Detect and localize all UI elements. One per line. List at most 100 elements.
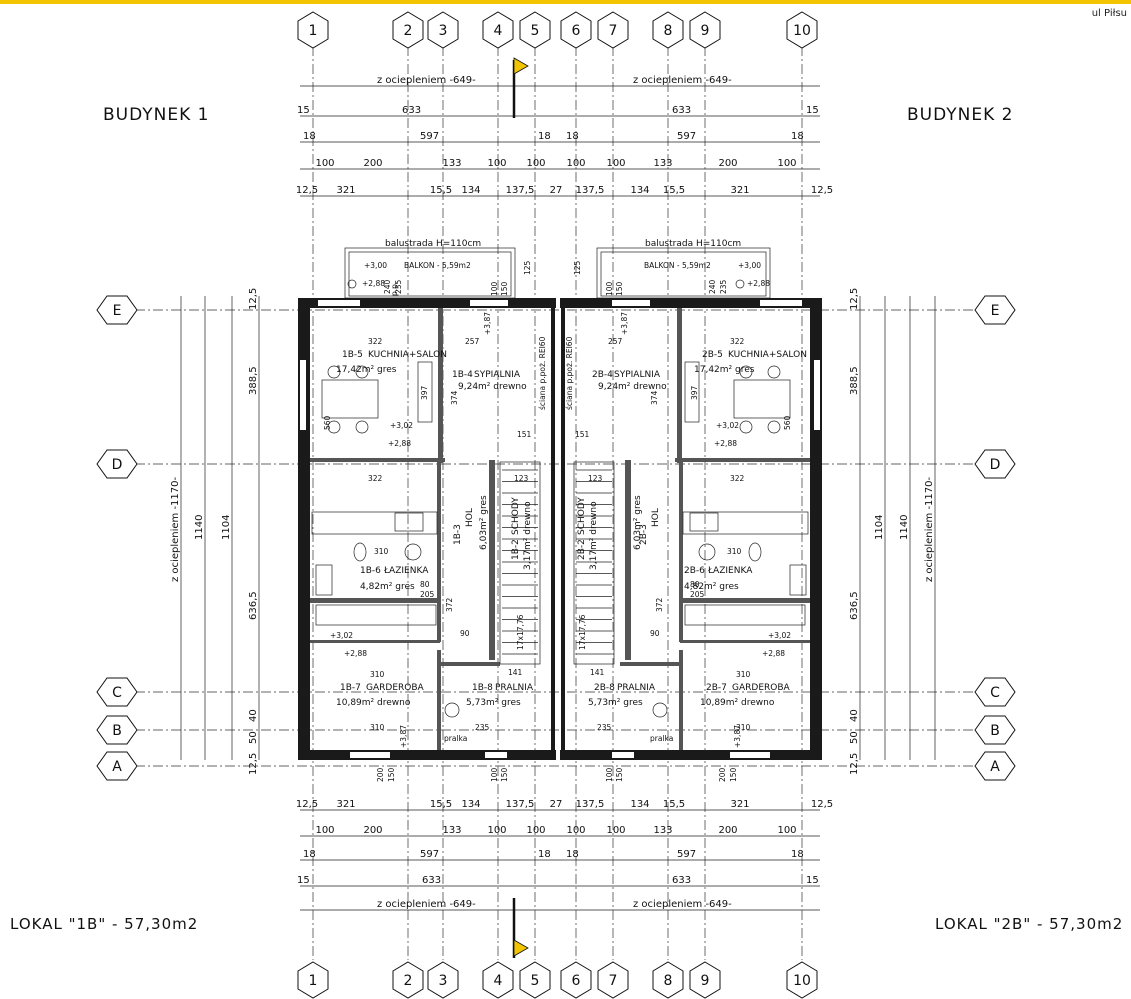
axis-marker-5: 5: [519, 11, 551, 49]
room-1b2-name: SCHODY: [511, 497, 521, 535]
dim-560-left: 560: [323, 415, 332, 430]
balcony-level-left: +3,00: [364, 261, 387, 270]
room-1b8-area: 5,73m² gres: [466, 698, 521, 708]
dim-row3-top-2: 133: [442, 158, 461, 169]
level-302-right: +3,02: [716, 421, 739, 430]
axis-marker-1: 1: [297, 961, 329, 999]
room-1b7-area: 10,89m² drewno: [336, 698, 411, 708]
dim-200-bottom-right: 200: [718, 767, 727, 782]
axis-marker-C: C: [96, 677, 138, 707]
dim-310-left-bottom: 310: [370, 723, 385, 732]
dim-374-left: 374: [450, 390, 459, 405]
room-1b7-id: 1B-7: [340, 683, 361, 693]
axis-marker-5: 5: [519, 961, 551, 999]
dim-150-bottom-right: 150: [615, 767, 624, 782]
stair-treads: [502, 469, 612, 655]
room-2b3-name: HOL: [651, 508, 661, 527]
axis-marker-7: 7: [597, 11, 629, 49]
axis-marker-4: 4: [482, 11, 514, 49]
dim-15: 15: [297, 105, 310, 116]
room-1b8-id: 1B-8: [472, 683, 493, 693]
dim-322-left-mid: 322: [368, 474, 383, 483]
dim-inner-right: 597: [677, 131, 696, 142]
dim-row3-top-4: 100: [526, 158, 545, 169]
dim-3885-right: 388,5: [849, 366, 860, 395]
svg-text:5: 5: [531, 23, 540, 39]
dim-235-left: 235: [475, 723, 490, 732]
dim-row4-bot-8: 15,5: [663, 799, 685, 810]
room-2b6-area: 4,82m² gres: [684, 582, 739, 592]
balcony-dim-235-left: 235: [394, 279, 403, 294]
svg-text:6: 6: [572, 973, 581, 989]
dim-40-left: 40: [248, 709, 259, 722]
room-2b2-area: 3,17m² drewno: [589, 501, 599, 570]
dim-257-left: 257: [465, 337, 480, 346]
dim-inner-left-bottom: 597: [420, 849, 439, 860]
dim-200-bottom-left: 200: [376, 767, 385, 782]
firewall-label-right: ściana p.poż. REI60: [565, 336, 574, 410]
dim-inner-right-bottom: 597: [677, 849, 696, 860]
axis-marker-6: 6: [560, 11, 592, 49]
room-2b5-name: KUCHNIA+SALON: [728, 350, 807, 360]
room-2b4-name: SYPIALNIA: [614, 370, 661, 380]
axis-marker-9: 9: [689, 11, 721, 49]
balcony-area-right: BALKON - 5,59m2: [644, 261, 711, 270]
dim-row3-bot-6: 100: [606, 825, 625, 836]
room-2b7-name: GARDEROBA: [732, 683, 791, 693]
svg-text:4: 4: [494, 23, 503, 39]
dim-310-right-bottom: 310: [736, 723, 751, 732]
dim-100-top-left: 100: [490, 281, 499, 296]
dim-18-bottom: 18: [303, 849, 316, 860]
dim-inner-left: 597: [420, 131, 439, 142]
dim-row4-top-1: 321: [336, 185, 355, 196]
dim-205-left: 205: [420, 590, 435, 599]
level-387-bottom-left: +3,87: [399, 725, 408, 748]
axis-marker-A: A: [974, 751, 1016, 781]
balcony-dim-240-left: 240: [383, 279, 392, 294]
dim-310-left-bath: 310: [374, 547, 389, 556]
dim-18-bottom: 18: [538, 849, 551, 860]
dimension-chains-top: z ociepleniem -649- z ociepleniem -649- …: [297, 75, 820, 197]
svg-text:2: 2: [404, 973, 413, 989]
dim-row4-top-5: 27: [550, 185, 563, 196]
misc-annotations: ściana p.poż. REI60 ściana p.poż. REI60 …: [323, 281, 792, 782]
room-2b5-area: 17,42m² gres: [694, 365, 755, 375]
level-387-bottom-right: +3,87: [733, 725, 742, 748]
dim-row3-bot-2: 133: [442, 825, 461, 836]
axis-marker-10: 10: [786, 961, 818, 999]
axis-marker-B: B: [974, 715, 1016, 745]
level-387-right: +3,87: [620, 312, 629, 335]
dim-row4-top-9: 321: [730, 185, 749, 196]
svg-text:3: 3: [439, 973, 448, 989]
top-accent-bar: [0, 0, 1131, 4]
level-302-right-lower: +3,02: [768, 631, 791, 640]
axis-marker-D: D: [96, 449, 138, 479]
svg-text:6: 6: [572, 23, 581, 39]
axis-marker-D: D: [974, 449, 1016, 479]
room-2b8-area: 5,73m² gres: [588, 698, 643, 708]
axis-marker-E: E: [974, 295, 1016, 325]
dim-row4-bot-7: 134: [630, 799, 649, 810]
room-1b5-id: 1B-5: [342, 350, 363, 360]
level-302-left-lower: +3,02: [330, 631, 353, 640]
dim-90-left: 90: [460, 629, 470, 638]
svg-text:D: D: [990, 457, 1001, 473]
dim-row3-top-9: 100: [777, 158, 796, 169]
dim-40-right: 40: [849, 709, 860, 722]
axis-marker-8: 8: [652, 961, 684, 999]
firewall-label-left: ściana p.poż. REI60: [538, 336, 547, 410]
dim-235-right: 235: [597, 723, 612, 732]
room-1b2-area: 3,17m² drewno: [523, 501, 533, 570]
dim-125-left-top: 12,5: [248, 288, 259, 310]
dim-6365-left: 636,5: [248, 591, 259, 620]
svg-text:A: A: [112, 759, 122, 775]
svg-text:B: B: [990, 723, 1000, 739]
balcony-rail-right: balustrada H=110cm: [645, 239, 741, 249]
dim-1140-right: 1140: [899, 515, 910, 540]
dim-15-bottom: 15: [297, 875, 310, 886]
dim-151-right: 151: [575, 430, 590, 439]
room-2b3-id: 2B-3: [639, 524, 649, 545]
svg-text:9: 9: [701, 23, 710, 39]
